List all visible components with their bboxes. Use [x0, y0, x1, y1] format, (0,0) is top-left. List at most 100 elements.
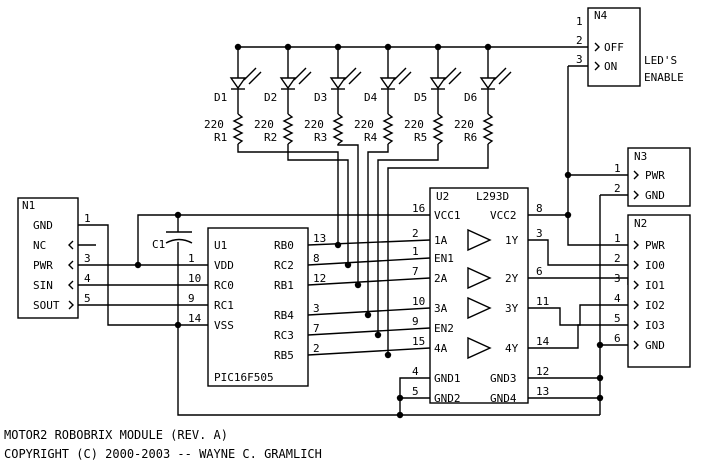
u2-pin-number: 5 [412, 385, 419, 398]
junction-dot [134, 261, 142, 269]
n4-pin-label: ON [604, 60, 617, 73]
c1-ref: C1 [152, 238, 165, 251]
u1-pin-label: RC1 [214, 299, 234, 312]
u2-pin-label: GND1 [434, 372, 461, 385]
junction-dot [396, 411, 404, 419]
u2-pin-label: 1Y [505, 234, 519, 247]
pin-arrow-icon [633, 280, 639, 290]
chip-u2 [429, 187, 529, 404]
n1-pin-number: 1 [84, 212, 91, 225]
u1-pin-number: 14 [188, 312, 202, 325]
led-diode-icon [429, 77, 447, 90]
n2-pin-number: 6 [614, 332, 621, 345]
resistor-zigzag [432, 113, 444, 145]
u2-pin-label: VCC2 [490, 209, 517, 222]
connector-n2 [627, 214, 691, 368]
n2-pin-label: IO3 [645, 319, 665, 332]
junction-dot [384, 351, 392, 359]
n1-pin-label: SIN [33, 279, 53, 292]
n3-pin-number: 2 [614, 182, 621, 195]
wire [307, 347, 431, 356]
n1-ref: N1 [22, 199, 35, 212]
buffer-triangle [467, 228, 492, 252]
junction-dot [596, 394, 604, 402]
pin-arrow-icon [68, 260, 74, 270]
led-label: D3 [314, 91, 327, 104]
n4-caption: LED'S [644, 54, 677, 67]
n1-pin-number: 4 [84, 272, 91, 285]
wire [528, 239, 628, 266]
junction-dot [596, 341, 604, 349]
led-diode-icon [279, 77, 297, 90]
connector-n3 [627, 147, 691, 207]
n4-pin-number: 2 [576, 34, 583, 47]
light-arrow-icon [443, 67, 457, 81]
u1-pin-number: 8 [313, 252, 320, 265]
n2-pin-label: IO0 [645, 259, 665, 272]
light-arrow-icon [298, 71, 312, 85]
pin-arrow-icon [633, 170, 639, 180]
u2-pin-number: 13 [536, 385, 549, 398]
n3-pin-number: 1 [614, 162, 621, 175]
wire [307, 239, 431, 246]
n2-pin-number: 3 [614, 272, 621, 285]
wire [387, 144, 489, 355]
capacitor-plate [165, 238, 193, 244]
n2-pin-label: IO1 [645, 279, 665, 292]
wire [137, 214, 430, 265]
junction-dot [334, 43, 342, 51]
u1-pin-number: 3 [313, 302, 320, 315]
resistor-ref: R5 [414, 131, 427, 144]
n3-pin-label: GND [645, 189, 665, 202]
u1-part: PIC16F505 [214, 371, 274, 384]
n4-pin-number: 1 [576, 15, 583, 28]
pin-arrow-icon [633, 340, 639, 350]
footer-title: MOTOR2 ROBOBRIX MODULE (REV. A) [4, 428, 228, 442]
u1-pin-label: VDD [214, 259, 234, 272]
led-label: D5 [414, 91, 427, 104]
wire [287, 144, 349, 265]
u1-pin-label: RC3 [274, 329, 294, 342]
u1-pin-label: RB0 [274, 239, 294, 252]
u2-pin-label: VCC1 [434, 209, 461, 222]
u1-pin-number: 10 [188, 272, 201, 285]
n2-pin-number: 2 [614, 252, 621, 265]
buffer-triangle [467, 296, 492, 320]
light-arrow-icon [293, 67, 307, 81]
footer-copyright: COPYRIGHT (C) 2000-2003 -- WAYNE C. GRAM… [4, 447, 322, 461]
wire [528, 304, 628, 326]
n3-ref: N3 [634, 150, 647, 163]
wire [367, 144, 389, 315]
n2-ref: N2 [634, 217, 647, 230]
n1-pin-number: 5 [84, 292, 91, 305]
led-diode-icon [229, 77, 247, 90]
u2-pin-label: GND3 [490, 372, 517, 385]
u1-pin-number: 2 [313, 342, 320, 355]
wire [377, 144, 439, 335]
junction-dot [374, 331, 382, 339]
u2-ref: U2 [436, 190, 449, 203]
u1-pin-label: VSS [214, 319, 234, 332]
pin-arrow-icon [68, 240, 74, 250]
u2-pin-label: 4A [434, 342, 448, 355]
n2-pin-number: 1 [614, 232, 621, 245]
resistor-ref: R2 [264, 131, 277, 144]
pin-arrow-icon [633, 300, 639, 310]
u2-pin-number: 9 [412, 315, 419, 328]
u2-pin-number: 3 [536, 227, 543, 240]
n3-pin-label: PWR [645, 169, 665, 182]
wire [567, 66, 628, 246]
buffer-triangle [467, 266, 492, 290]
n2-pin-label: GND [645, 339, 665, 352]
pin-arrow-icon [633, 240, 639, 250]
junction-dot [344, 261, 352, 269]
u2-pin-label: 1A [434, 234, 448, 247]
u1-pin-label: RB4 [274, 309, 294, 322]
u2-pin-label: EN1 [434, 252, 454, 265]
junction-dot [564, 171, 572, 179]
junction-dot [284, 43, 292, 51]
pin-arrow-icon [633, 190, 639, 200]
light-arrow-icon [448, 71, 462, 85]
n4-ref: N4 [594, 9, 608, 22]
